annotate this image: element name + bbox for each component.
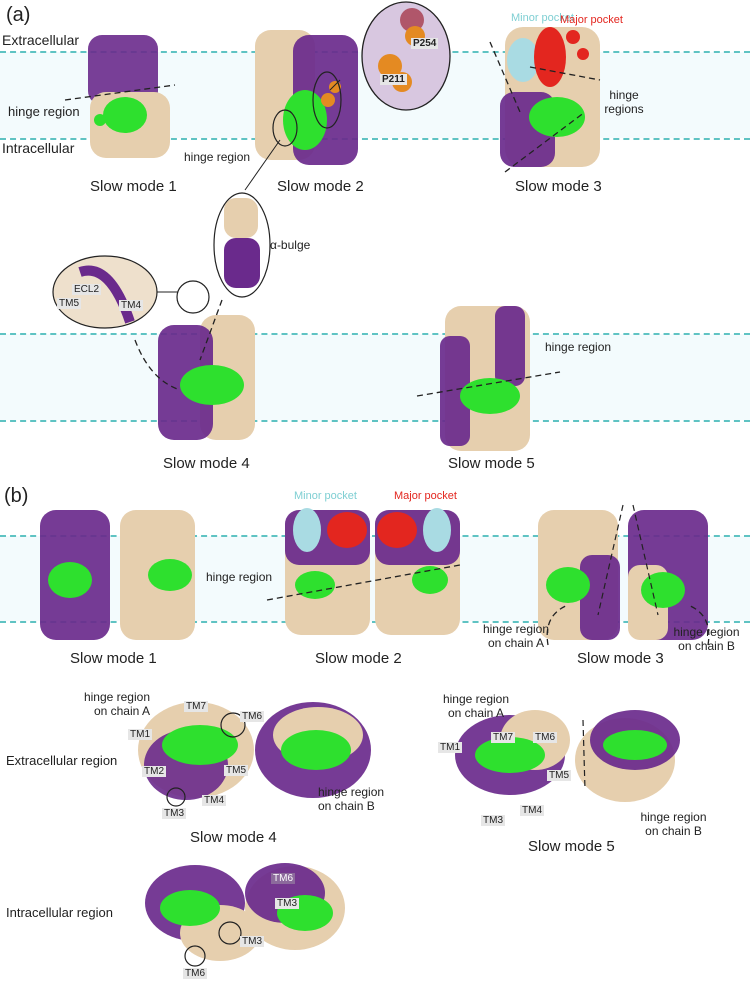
b-mode4-tm6-label: TM6 xyxy=(240,711,264,722)
b-mode5-tm5-label: TM5 xyxy=(547,770,571,781)
extracellular-label: Extracellular xyxy=(2,32,80,48)
b-mode3-hinge-b-label: hinge region on chain B xyxy=(673,625,740,653)
mode4-structure xyxy=(134,299,255,440)
b-mode4-tm3-label: TM3 xyxy=(162,808,186,819)
b-mode2-minor-pocket-label: Minor pocket xyxy=(294,490,357,502)
membrane-line-bottom-a1 xyxy=(0,138,750,140)
b-mode3-structure xyxy=(538,504,710,646)
mode2-hinge-label: hinge region xyxy=(184,150,251,164)
mode3-major-pocket-label: Major pocket xyxy=(560,14,623,26)
b-mode4-tm2-label: TM2 xyxy=(142,766,166,777)
b-mode5-tm1-label: TM1 xyxy=(438,742,462,753)
b-mode4-hinge-b-label: hinge region on chain B xyxy=(318,785,385,813)
mode5-label: Slow mode 5 xyxy=(448,455,535,472)
b-mode4-tm7-label: TM7 xyxy=(184,701,208,712)
membrane-line-bottom-b xyxy=(0,621,750,623)
b-mode5-tm6-label: TM6 xyxy=(533,732,557,743)
mode3-minor-pocket-label: Minor pocket xyxy=(511,12,574,24)
mode5-hinge-label: hinge region xyxy=(545,340,612,354)
alpha-bulge-inset xyxy=(213,139,281,298)
residue-p254-label: P254 xyxy=(411,38,439,49)
inset-tm5-label: TM5 xyxy=(57,298,81,309)
b-mode4-tm5-label: TM5 xyxy=(224,765,248,776)
b-mode4-tm4-label: TM4 xyxy=(202,795,226,806)
b-mode5-tm4-label: TM4 xyxy=(520,805,544,816)
mode4-label: Slow mode 4 xyxy=(163,455,250,472)
residue-p211-label: P211 xyxy=(380,74,407,85)
b-mode4-label: Slow mode 4 xyxy=(190,829,277,846)
intra-tm3-b-label: TM3 xyxy=(275,898,299,909)
membrane-line-bottom-a2 xyxy=(0,420,750,422)
membrane-line-top-a2 xyxy=(0,333,750,335)
b-mode5-tm3-label: TM3 xyxy=(481,815,505,826)
b-mode3-hinge-a-label: hinge region on chain A xyxy=(482,622,550,650)
extracellular-region-label: Extracellular region xyxy=(6,753,118,768)
mode3-structure xyxy=(489,27,601,173)
b-mode2-major-pocket-label: Major pocket xyxy=(394,490,457,502)
mode5-hinge-line xyxy=(416,371,561,397)
mode3-hinge-label: hinge regions xyxy=(604,88,644,116)
alpha-bulge-label: α-bulge xyxy=(270,238,311,252)
b-mode1-label: Slow mode 1 xyxy=(70,650,157,667)
intra-tm3-a-label: TM3 xyxy=(240,936,264,947)
panel-b-label: (b) xyxy=(4,485,29,507)
mode1-structure xyxy=(64,35,176,158)
b-mode2-hinge-label: hinge region xyxy=(206,570,273,584)
mode2-structure xyxy=(255,30,358,165)
b-mode5-label: Slow mode 5 xyxy=(528,838,615,855)
inset-ecl2-label: ECL2 xyxy=(72,284,102,295)
b-mode1-structure xyxy=(40,510,195,640)
mode5-structure xyxy=(440,306,530,451)
b-mode4-hinge-a-label: hinge region on chain A xyxy=(83,690,150,718)
b-mode2-label: Slow mode 2 xyxy=(315,650,402,667)
intra-tm6-b-label: TM6 xyxy=(271,873,295,884)
mode2-label: Slow mode 2 xyxy=(277,178,364,195)
b-mode2-hinge-line xyxy=(266,564,461,601)
mode3-label: Slow mode 3 xyxy=(515,178,602,195)
panel-a-label: (a) xyxy=(6,4,31,26)
b-mode5-tm7-label: TM7 xyxy=(491,732,515,743)
b-mode5-hinge-b-label: hinge region on chain B xyxy=(640,810,707,838)
b-mode4-intracellular-structure xyxy=(145,863,345,967)
proline-inset xyxy=(329,1,451,111)
mode1-hinge-label: hinge region xyxy=(8,104,80,119)
intracellular-region-label: Intracellular region xyxy=(6,905,113,920)
b-mode4-tm1-label: TM1 xyxy=(128,729,152,740)
inset-tm4-label: TM4 xyxy=(119,300,143,311)
mode1-label: Slow mode 1 xyxy=(90,178,177,195)
b-mode5-hinge-a-label: hinge region on chain A xyxy=(442,692,510,720)
intracellular-label: Intracellular xyxy=(2,140,75,156)
membrane-band-a2 xyxy=(0,334,750,420)
intra-tm6-a-label: TM6 xyxy=(183,968,207,979)
b-mode3-label: Slow mode 3 xyxy=(577,650,664,667)
